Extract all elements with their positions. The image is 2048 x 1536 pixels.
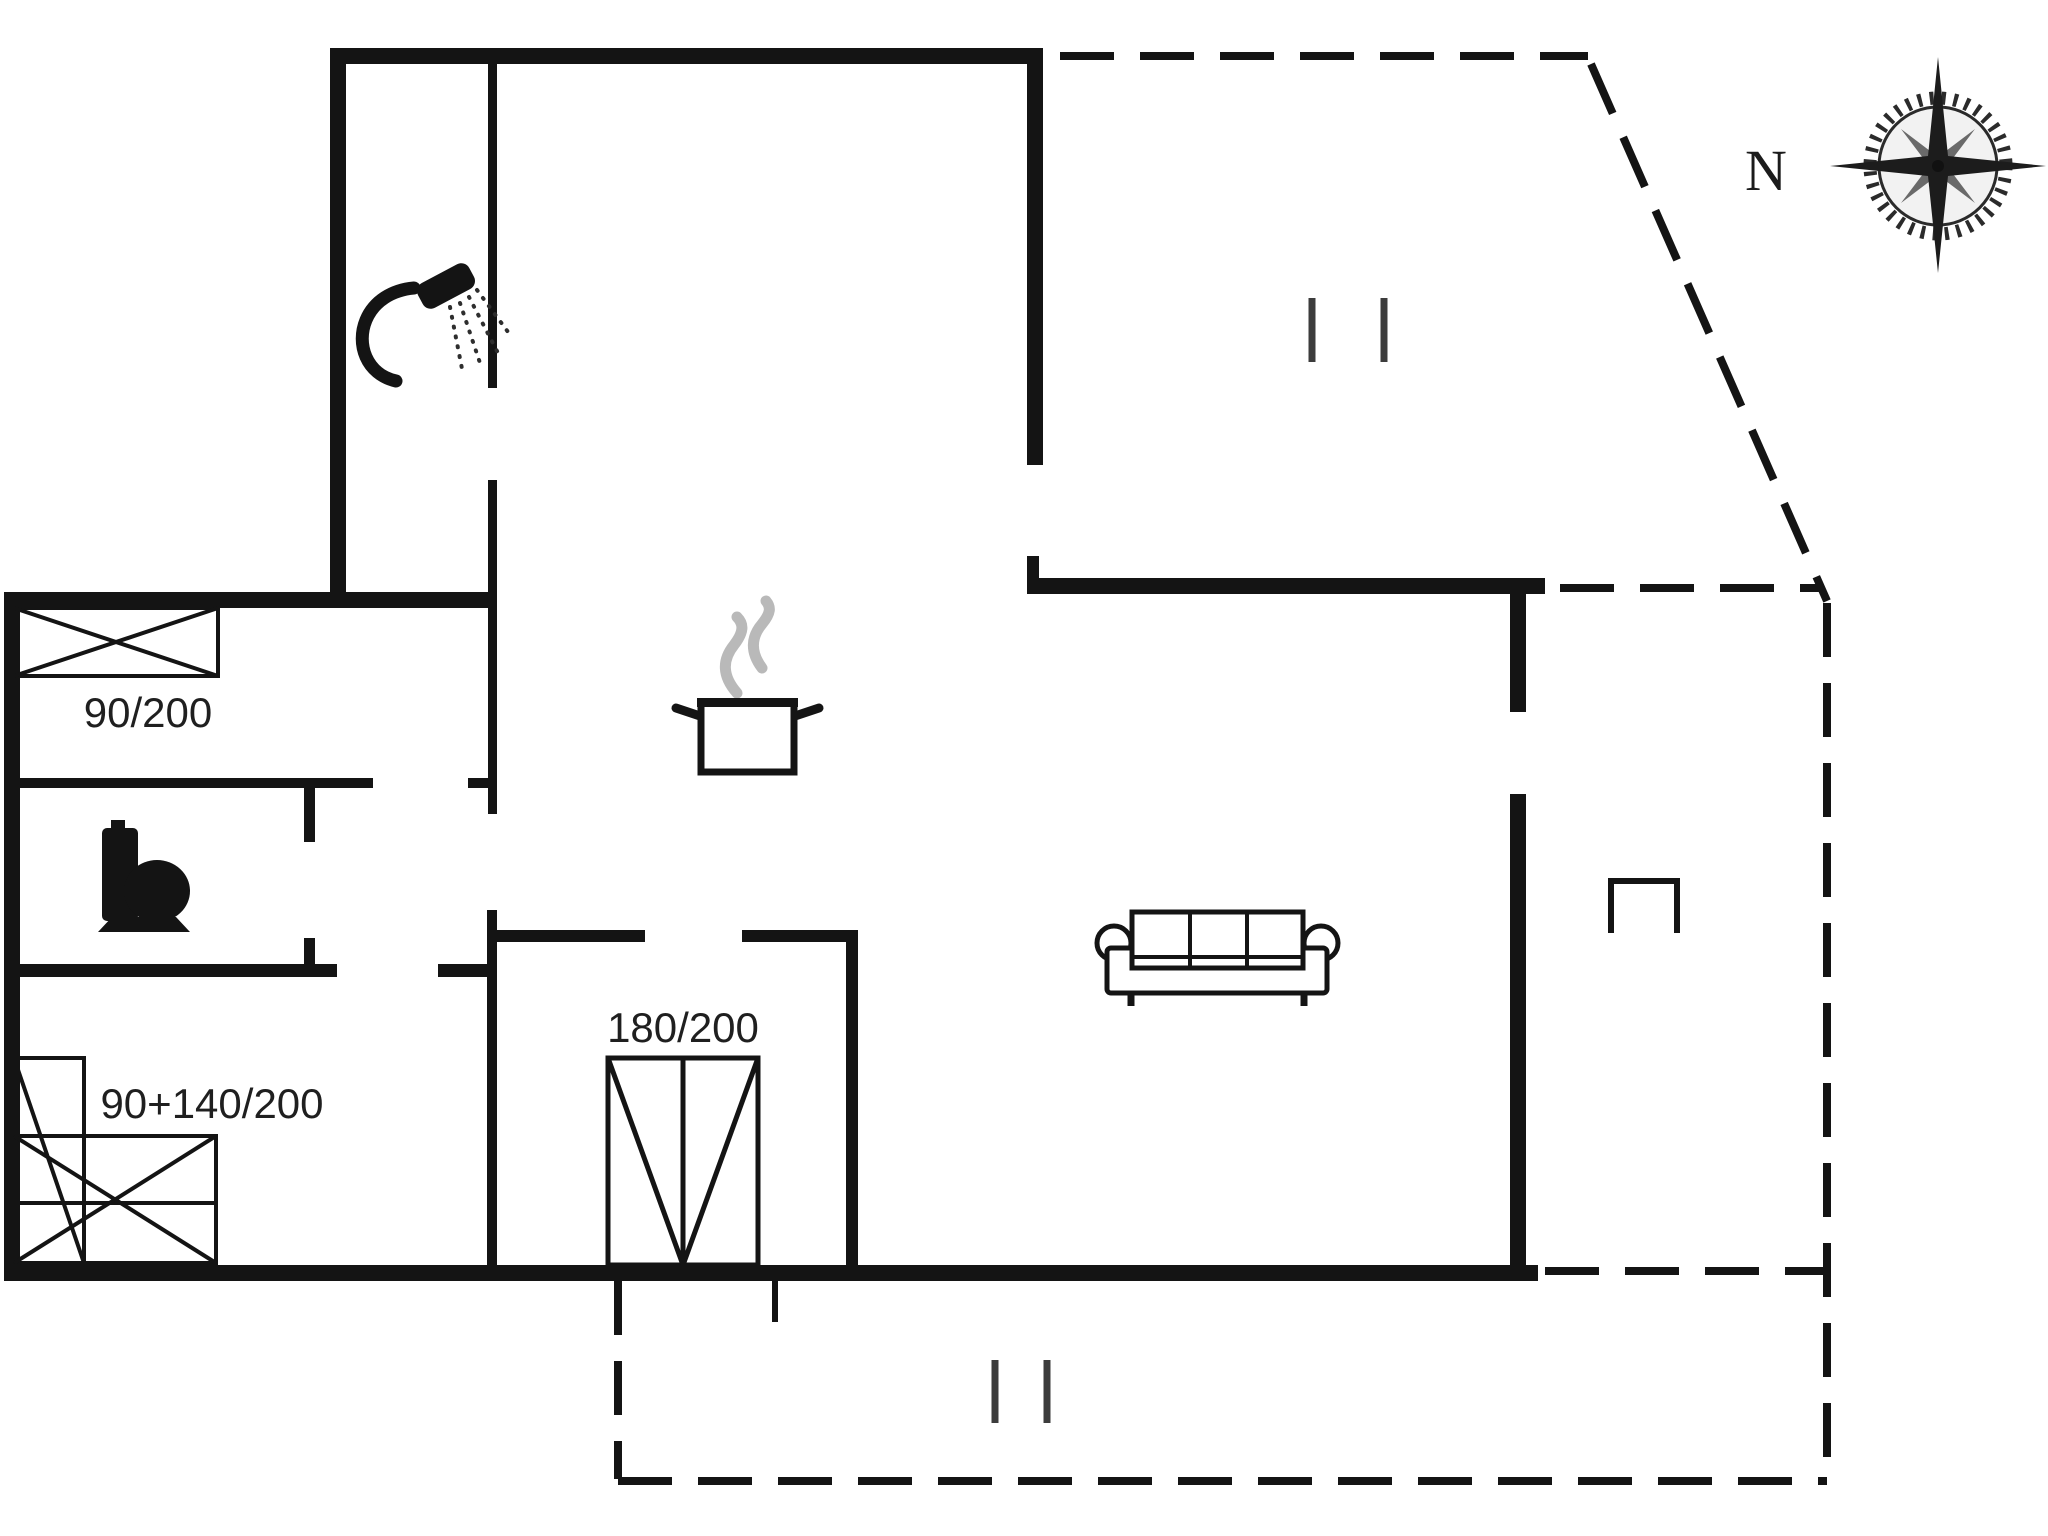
wall-top (330, 48, 1043, 64)
spray-line (467, 295, 500, 355)
toilet-base (98, 917, 190, 932)
steam-wisp (747, 595, 775, 674)
pot-body (697, 699, 798, 776)
toilet-icon (98, 820, 190, 932)
bed-bunk-combo (12, 1056, 218, 1265)
post-markers (991, 298, 1388, 1423)
sofa-back (1129, 909, 1306, 971)
wall-vestibule-top-b (742, 930, 858, 942)
wall-vestibule-left (487, 910, 497, 1281)
wall-step-horizontal (4, 592, 497, 608)
bed-outline (12, 1134, 218, 1265)
dashed-diagonal (1587, 62, 1831, 603)
compass-rose-icon (1830, 57, 2046, 273)
walls-thick (4, 48, 1545, 1281)
sofa-icon (1094, 909, 1341, 1006)
compass-north-label: N (1745, 138, 1787, 203)
pot-rim (697, 698, 798, 707)
shower-arm (355, 281, 421, 388)
toilet-bowl (124, 860, 190, 922)
wall-right-upper (1510, 586, 1526, 712)
wall-left-upper (330, 48, 346, 608)
bed-single-label: 90/200 (84, 689, 212, 736)
wall-hall-right (1027, 48, 1043, 465)
wall-right-lower (1510, 794, 1526, 1281)
wall-vestibule-right (846, 930, 858, 1281)
compass-center (1932, 160, 1944, 172)
wall-shower-divider-lower (488, 480, 497, 814)
toilet-button (111, 820, 125, 830)
bed-single (12, 606, 220, 678)
bed-diagonal (680, 1057, 761, 1266)
wall-end-tick (1027, 556, 1039, 578)
bed-diagonal (12, 1134, 218, 1265)
steam-wisp (719, 611, 748, 699)
bed-outline (12, 606, 220, 678)
walls-interior (4, 55, 858, 1322)
spray-line (475, 288, 513, 338)
shower-head-icon (355, 263, 513, 388)
spray-line (448, 305, 465, 376)
table-icon (1608, 878, 1680, 933)
bed-diagonal (12, 1057, 86, 1264)
wall-wc-right-b (304, 938, 315, 972)
pot-handle (790, 703, 824, 721)
pot-handle (671, 703, 705, 721)
wall-wc-top-b (468, 778, 490, 788)
wall-bottom (4, 1265, 1538, 1281)
bed-bunk-label: 90+140/200 (100, 1080, 323, 1127)
shower-spray (448, 288, 513, 376)
bed-diagonal (13, 606, 219, 678)
cooking-pot-icon (671, 595, 824, 776)
bed-diagonal (605, 1057, 686, 1266)
bed-double-label: 180/200 (607, 1004, 759, 1051)
shower-head (416, 263, 476, 309)
bed-double (605, 1055, 761, 1268)
wall-bedroom2-top-b (438, 964, 490, 977)
entrance-threshold-line (772, 1281, 778, 1322)
wall-wc-top-a (16, 778, 373, 788)
wall-livingroom-top (1027, 578, 1545, 594)
wall-bedroom2-top-a (4, 964, 337, 977)
wall-wc-right-a (304, 788, 315, 842)
wall-shower-divider-upper (488, 55, 497, 388)
terrace-dashed-outline (614, 52, 1831, 1485)
spray-line (458, 301, 483, 368)
wall-vestibule-top-a (493, 930, 645, 942)
